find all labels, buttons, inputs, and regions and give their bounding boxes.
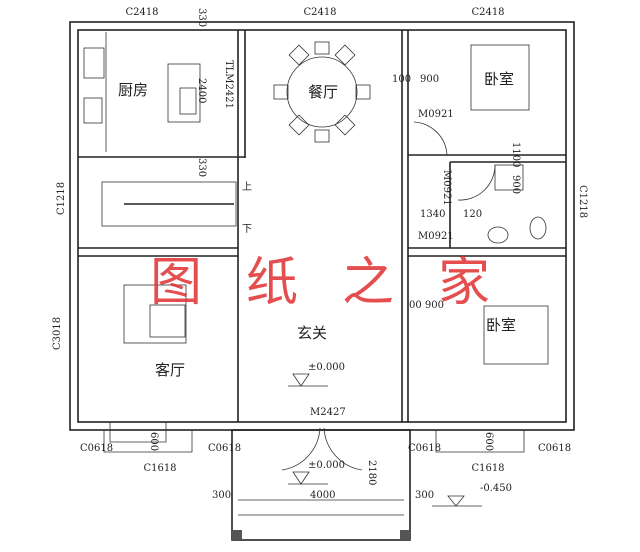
door-label: M0921	[418, 109, 454, 120]
door-label: M0921	[418, 231, 454, 242]
dim: 330	[196, 158, 207, 177]
level-markers	[288, 373, 482, 507]
dim: 2400	[196, 78, 207, 103]
door-swing-main	[281, 427, 363, 471]
door-swing-bed1	[413, 121, 448, 156]
window-label: C1218	[577, 185, 588, 218]
stair-up-label: 上	[242, 181, 252, 193]
window-label: C0618	[208, 443, 241, 454]
dim: 600	[483, 432, 494, 451]
kitchen-fixtures	[83, 32, 201, 152]
dim: 300	[415, 490, 434, 501]
walls	[69, 21, 575, 541]
dim: 2180	[366, 460, 377, 485]
stair-down-label: 下	[242, 224, 252, 235]
window-label: C1218	[56, 182, 67, 215]
window-label: C2418	[125, 7, 158, 18]
room-bedroom2: 卧室	[486, 316, 516, 334]
dim: 900	[510, 175, 521, 194]
window-label: C2418	[303, 7, 336, 18]
dim: 1100	[510, 142, 521, 167]
dim: 100	[392, 74, 411, 85]
dim: 300	[212, 490, 231, 501]
beds	[123, 44, 549, 365]
bathroom-fixtures	[487, 164, 547, 244]
window-label: C1618	[471, 463, 504, 474]
door-label: M2427	[310, 407, 346, 418]
window-label: C1618	[143, 463, 176, 474]
door-label: TLM2421	[223, 60, 234, 109]
watermark: 图纸之家	[150, 253, 490, 313]
dim: 900	[420, 74, 439, 85]
level-foyer: ±0.000	[308, 362, 345, 373]
room-kitchen: 厨房	[118, 81, 148, 99]
window-label: C0618	[408, 443, 441, 454]
dim: 120	[463, 209, 482, 220]
dim: 600	[148, 432, 159, 451]
dim: 00 900	[409, 300, 444, 311]
level-outside: -0.450	[480, 483, 512, 494]
window-label: C3018	[52, 317, 63, 350]
dim: 330	[196, 8, 207, 27]
room-living: 客厅	[155, 361, 185, 379]
room-dining: 餐厅	[308, 83, 338, 101]
window-label: C0618	[538, 443, 571, 454]
dining-table	[273, 41, 371, 143]
level-porch: ±0.000	[308, 460, 345, 471]
dim: 1340	[420, 209, 445, 220]
window-label: C0618	[80, 443, 113, 454]
door-label: M0921	[441, 170, 452, 206]
stairs	[101, 181, 237, 227]
window-label: C2418	[471, 7, 504, 18]
door-swing-bath	[457, 164, 496, 201]
dim: 4000	[310, 490, 335, 501]
room-bedroom1: 卧室	[484, 70, 514, 88]
room-foyer: 玄关	[297, 324, 327, 342]
